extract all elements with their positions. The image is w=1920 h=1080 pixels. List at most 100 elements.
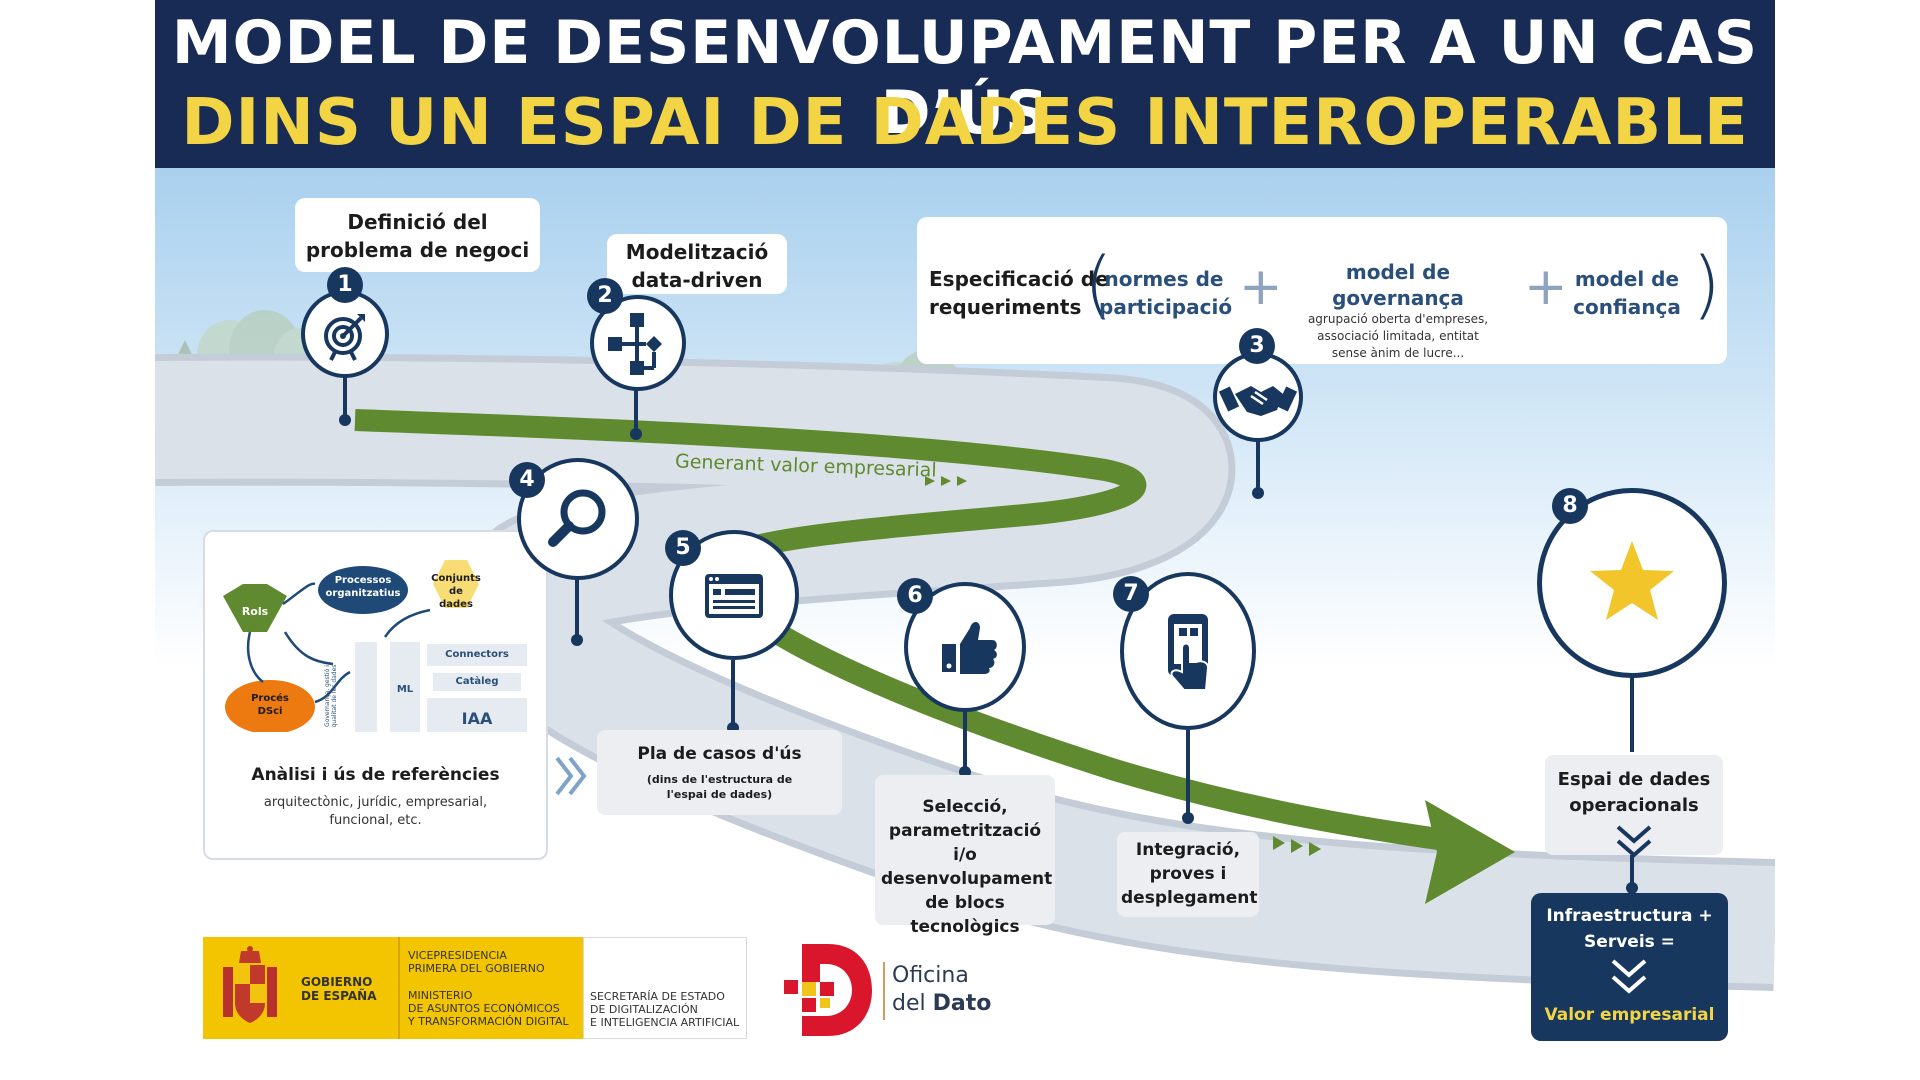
magnifier-icon bbox=[521, 462, 635, 576]
oficina-line1: Oficina bbox=[892, 963, 969, 988]
step-2-label-line1: Modelització bbox=[625, 240, 769, 264]
step-4-dot bbox=[571, 634, 583, 646]
value-box-line1: Infraestructura + bbox=[1546, 906, 1713, 926]
proces-node: Procés DSci bbox=[225, 692, 315, 718]
min-line2: DE ASUNTOS ECONÓMICOS bbox=[408, 1002, 560, 1015]
step-3-badge: 3 bbox=[1239, 328, 1275, 364]
participation-line1: normes de bbox=[1104, 267, 1224, 291]
step-7-card: Integració, proves i desplegament bbox=[1117, 832, 1259, 917]
conjunts-node: Conjunts de dades bbox=[431, 572, 481, 611]
step-1-pin bbox=[301, 290, 389, 378]
sec-line2: DE DIGITALIZACIÓN bbox=[590, 1003, 698, 1016]
star-icon bbox=[1542, 493, 1722, 673]
step-7-dot bbox=[1182, 812, 1194, 824]
participation-line2: participació bbox=[1099, 295, 1233, 319]
step-8-lower-stem bbox=[1630, 855, 1634, 895]
window-list-icon bbox=[673, 534, 795, 656]
value-arrow bbox=[354, 409, 1447, 851]
chevron-right-icon bbox=[555, 756, 587, 796]
flowchart-icon bbox=[594, 299, 682, 387]
conjunts-line2: de dades bbox=[439, 586, 473, 610]
processos-node: Processos organitzatius bbox=[318, 574, 408, 600]
step-3-pin bbox=[1213, 352, 1303, 442]
step-5-stem bbox=[731, 660, 735, 730]
trust-line2: confiança bbox=[1573, 295, 1681, 319]
open-parenthesis: ( bbox=[1084, 242, 1113, 328]
oficina-del-dato-mark bbox=[784, 944, 872, 1036]
step-2-card: Modelització data-driven bbox=[607, 234, 787, 294]
value-arrow-head bbox=[1425, 800, 1515, 904]
analysis-sub1: arquitectònic, jurídic, empresarial, bbox=[263, 795, 488, 810]
step-5-label: Pla de casos d'ús bbox=[637, 744, 802, 764]
ml-block: ML bbox=[396, 684, 414, 695]
secretaria-logo: SECRETARÍA DE ESTADO DE DIGITALIZACIÓN E… bbox=[583, 937, 747, 1039]
chevron-down-icon bbox=[1611, 959, 1647, 994]
cataleg-block: Catàleg bbox=[455, 676, 499, 687]
proces-line1: Procés bbox=[251, 693, 289, 704]
oficina-line3: Dato bbox=[932, 991, 992, 1016]
analysis-diagram bbox=[223, 560, 527, 732]
analysis-card: Rols Processos organitzatius Conjunts de… bbox=[203, 530, 548, 860]
oficina-line2: del bbox=[892, 991, 926, 1016]
processos-line1: Processos bbox=[334, 575, 392, 586]
step-6-badge: 6 bbox=[897, 578, 933, 614]
gov-line1: GOBIERNO bbox=[301, 975, 373, 989]
rols-node: Rols bbox=[241, 605, 269, 618]
close-parenthesis: ) bbox=[1692, 242, 1721, 328]
step-7-badge: 7 bbox=[1113, 576, 1149, 612]
processos-line2: organitzatius bbox=[325, 588, 401, 599]
step-1-card: Definició del problema de negoci bbox=[295, 198, 540, 272]
value-box-result: Valor empresarial bbox=[1544, 1005, 1715, 1025]
trust-line1: model de bbox=[1574, 267, 1680, 291]
governance-sub2: associació limitada, entitat bbox=[1317, 329, 1479, 343]
sec-line1: SECRETARÍA DE ESTADO bbox=[590, 990, 725, 1003]
step-6-card: Selecció, parametrització i/o desenvolup… bbox=[875, 775, 1055, 937]
step-1-label-line1: Definició del bbox=[347, 210, 488, 234]
governance-sub3: sense ànim de lucre... bbox=[1331, 346, 1465, 360]
step-3-stem bbox=[1256, 440, 1260, 492]
step-4-badge: 4 bbox=[509, 462, 545, 498]
step-5-badge: 5 bbox=[665, 530, 701, 566]
step-4-stem bbox=[575, 570, 579, 640]
step-8-dot bbox=[1626, 882, 1638, 894]
analysis-sub2: funcional, etc. bbox=[329, 813, 422, 828]
step-7-stem bbox=[1186, 730, 1190, 820]
connectors-block: Connectors bbox=[445, 649, 509, 660]
coat-of-arms-icon bbox=[223, 946, 277, 1023]
chevron-down-icon bbox=[1616, 825, 1652, 858]
step-6-label: Selecció, parametrització i/o desenvolup… bbox=[881, 797, 1053, 937]
step-6-stem bbox=[963, 710, 967, 772]
requirements-title-line2: requeriments bbox=[929, 295, 1082, 319]
step-8-label: Espai de dades operacionals bbox=[1557, 769, 1711, 816]
handshake-icon bbox=[1217, 356, 1299, 438]
value-box-line2: Serveis = bbox=[1584, 932, 1675, 952]
step-2-dot bbox=[630, 428, 642, 440]
governance-vertical-label: Governança, gestió i qualitat de les dad… bbox=[324, 654, 338, 738]
analysis-title: Anàlisi i ús de referències bbox=[251, 765, 500, 785]
title-banner: MODEL DE DESENVOLUPAMENT PER A UN CAS D’… bbox=[155, 0, 1775, 168]
step-1-stem bbox=[343, 372, 347, 420]
step-1-label-line2: problema de negoci bbox=[305, 238, 530, 262]
step-8-badge: 8 bbox=[1552, 488, 1588, 524]
governance-line1: Governança, gestió i bbox=[324, 665, 331, 727]
step-6-pin bbox=[904, 582, 1026, 712]
vice-line1: VICEPRESIDENCIA bbox=[408, 949, 507, 962]
governance-sub1: agrupació oberta d'empreses, bbox=[1307, 312, 1489, 326]
target-icon bbox=[305, 294, 385, 374]
step-8-stem bbox=[1630, 670, 1634, 752]
title-line-2: DINS UN ESPAI DE DADES INTEROPERABLE bbox=[181, 86, 1749, 160]
proces-line2: DSci bbox=[257, 706, 283, 717]
vice-line2: PRIMERA DEL GOBIERNO bbox=[408, 962, 545, 975]
thumbs-up-icon bbox=[908, 586, 1022, 708]
step-5-sub: (dins de l'estructura de l'espai de dade… bbox=[646, 773, 793, 801]
conjunts-line1: Conjunts bbox=[431, 573, 481, 584]
touch-phone-icon bbox=[1124, 576, 1252, 726]
iaa-block: IAA bbox=[461, 709, 493, 728]
plus-icon: + bbox=[1239, 257, 1283, 317]
governance-line2: qualitat de les dades bbox=[331, 664, 338, 728]
value-box: Infraestructura + Serveis = Valor empres… bbox=[1531, 893, 1728, 1041]
logo-rule bbox=[883, 962, 885, 1020]
step-7-label: Integració, proves i desplegament bbox=[1121, 840, 1258, 908]
plus-icon: + bbox=[1524, 257, 1568, 317]
step-8-card: Espai de dades operacionals bbox=[1545, 755, 1723, 858]
